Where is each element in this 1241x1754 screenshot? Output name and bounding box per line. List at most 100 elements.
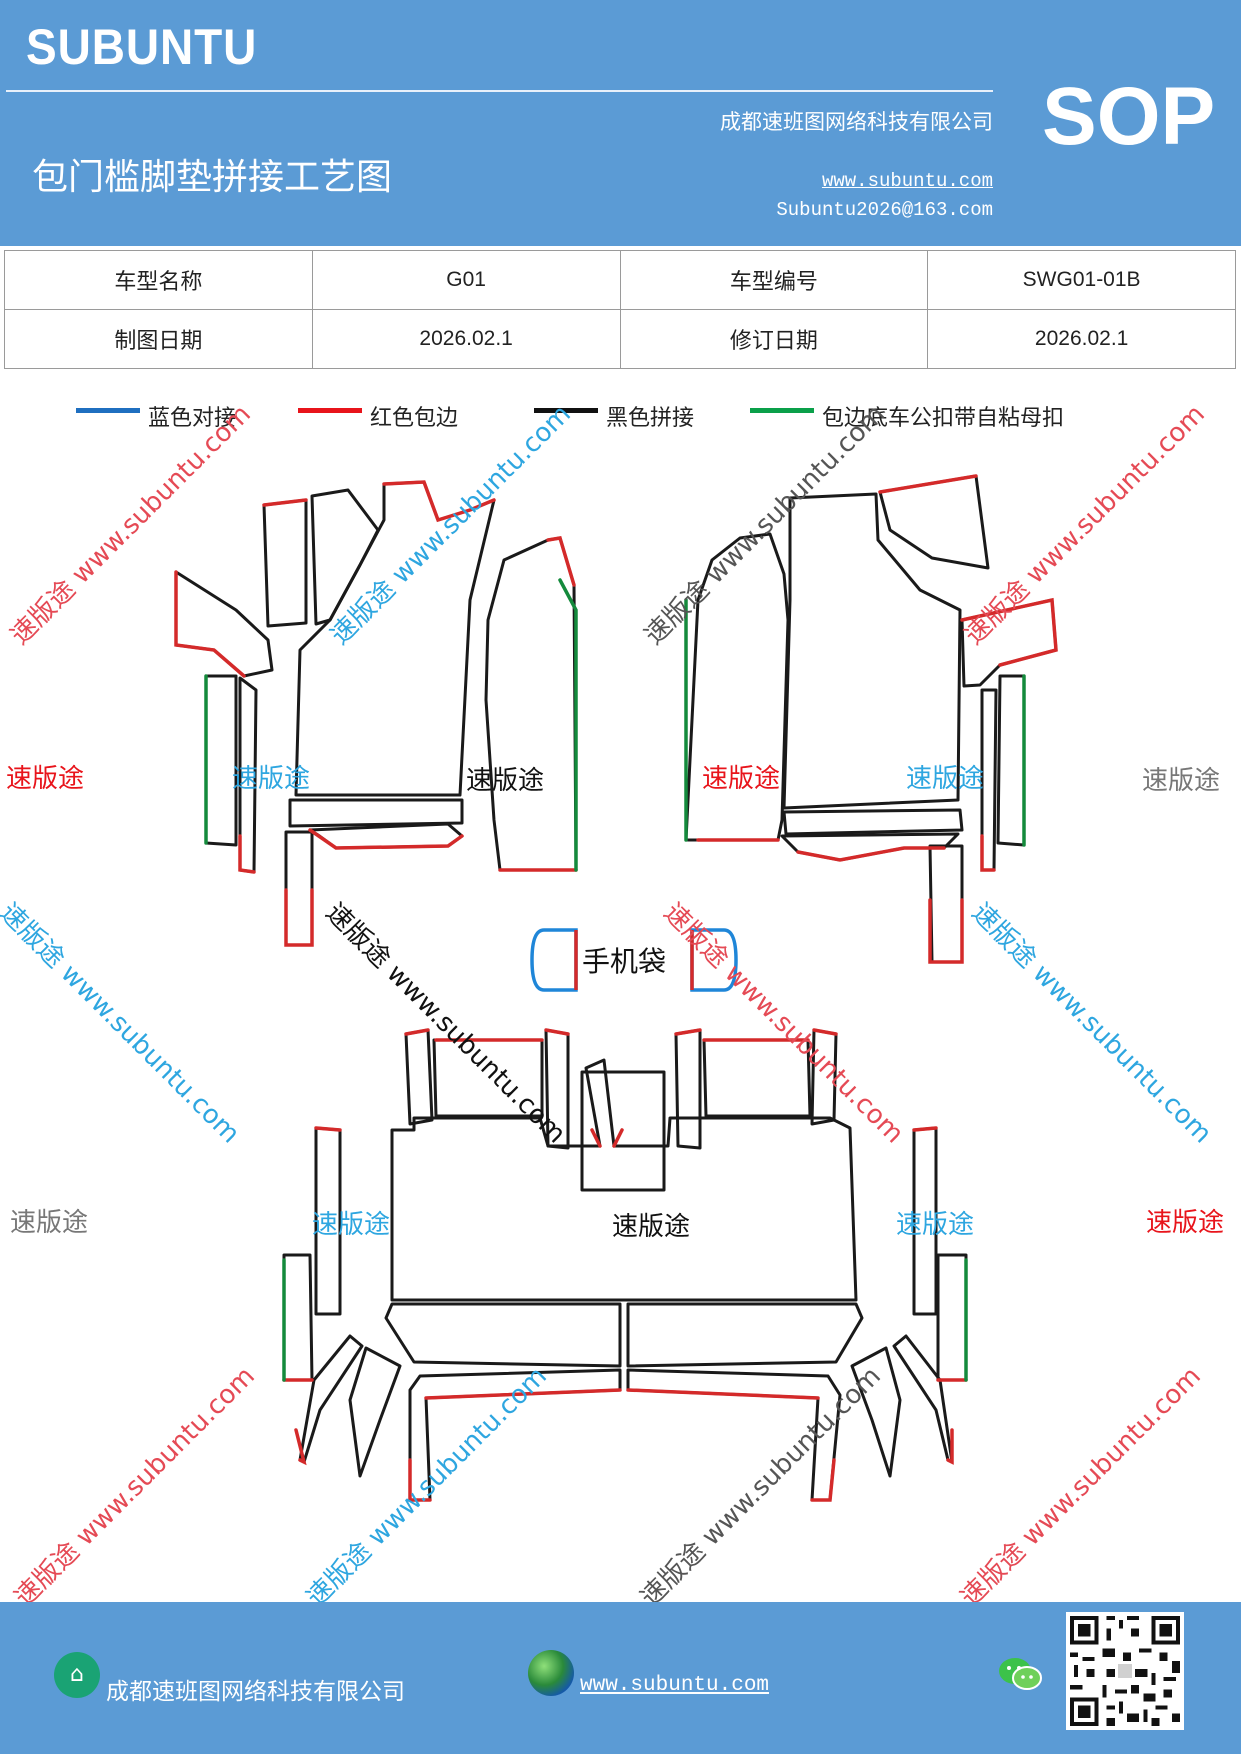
legend-swatch <box>76 407 140 413</box>
brand-mark: 速版途 <box>312 1210 391 1240</box>
rev-date-label: 修订日期 <box>619 309 929 369</box>
draw-date-value: 2026.02.1 <box>311 309 621 369</box>
edge-red <box>612 1128 624 1148</box>
home-icon: ⌂ <box>54 1652 100 1698</box>
piece-tl-pillar-a <box>262 498 308 628</box>
globe-icon <box>528 1650 574 1696</box>
edge-red <box>424 1388 622 1400</box>
phone-pouch-label: 手机袋 <box>582 945 667 978</box>
header-divider <box>6 90 993 92</box>
header-url-link[interactable]: www.subuntu.com <box>821 170 993 192</box>
brand-mark: 速版途 <box>896 1210 975 1240</box>
legend-swatch <box>298 407 362 413</box>
edge-red <box>546 536 576 587</box>
edge-red <box>626 1388 820 1400</box>
edge-red <box>314 1126 342 1132</box>
legend-label: 包边底车公扣带自粘母扣 <box>822 406 1065 431</box>
phone-pouch-left <box>530 928 578 992</box>
brand-logo: SUBUNTU <box>26 19 258 75</box>
legend-item-black: 黑色拼接 <box>534 400 694 432</box>
brand-mark: 速版途 <box>6 764 85 794</box>
legend: 蓝色对接 红色包边 黑色拼接 包边底车公扣带自粘母扣 <box>0 400 1241 440</box>
legend-swatch <box>534 407 598 413</box>
qr-code[interactable] <box>1066 1612 1184 1730</box>
piece-tr-door <box>684 532 790 842</box>
footer-url-link[interactable]: www.subuntu.com <box>580 1674 770 1697</box>
piece-tr-bar <box>782 808 964 836</box>
piece-b-tab-r1 <box>674 1028 702 1150</box>
edge-red <box>590 1128 602 1148</box>
edge-red <box>284 888 314 947</box>
piece-tr-strip-a <box>996 674 1026 847</box>
edge-red <box>262 498 308 507</box>
brand-mark: 速版途 <box>1146 1208 1225 1238</box>
footer-banner: ⌂ 成都速班图网络科技有限公司 www.subuntu.com <box>0 1602 1241 1754</box>
edge-red <box>382 480 496 523</box>
edge-red <box>238 834 256 874</box>
edge-red <box>674 1028 702 1036</box>
model-code-label: 车型编号 <box>619 250 929 310</box>
rev-date-value: 2026.02.1 <box>927 309 1236 369</box>
edge-red <box>404 1028 430 1036</box>
legend-label: 黑色拼接 <box>606 406 695 431</box>
piece-b-bar-r <box>626 1302 864 1368</box>
draw-date-label: 制图日期 <box>4 309 313 369</box>
piece-b-tab-l1 <box>404 1028 434 1126</box>
piece-b-blade-r1 <box>892 1334 954 1464</box>
legend-swatch <box>750 407 814 413</box>
legend-item-green: 包边底车公扣带自粘母扣 <box>750 400 1064 432</box>
model-name-label: 车型名称 <box>4 250 313 310</box>
edge-red <box>308 828 464 850</box>
legend-item-blue: 蓝色对接 <box>76 400 236 432</box>
edge-red <box>294 1428 307 1466</box>
piece-b-blade-l1 <box>298 1334 364 1464</box>
brand-mark: 速版途 <box>466 766 545 796</box>
piece-b-bar-l <box>384 1302 622 1368</box>
phone-pouch-right <box>690 928 738 992</box>
edge-red <box>796 846 946 862</box>
brand-mark: 速版途 <box>232 764 311 794</box>
header-company: 成都速班图网络科技有限公司 <box>720 110 993 134</box>
piece-tr-main <box>782 492 962 810</box>
model-code-value: SWG01-01B <box>927 250 1236 310</box>
wechat-icon <box>999 1658 1042 1690</box>
piece-b-blade-r2 <box>850 1346 902 1478</box>
piece-tr-foot <box>928 844 964 964</box>
info-table: 车型名称 G01 车型编号 SWG01-01B 制图日期 2026.02.1 修… <box>4 250 1236 369</box>
brand-mark: 速版途 <box>1142 766 1221 796</box>
piece-tl-bar <box>288 798 464 828</box>
edge-red <box>544 1028 570 1036</box>
brand-mark: 速版途 <box>612 1212 691 1242</box>
edge-red <box>928 898 964 964</box>
edge-red <box>980 834 996 872</box>
legend-item-red: 红色包边 <box>298 400 458 432</box>
edge-red <box>878 474 978 494</box>
piece-b-strip-r <box>936 1253 968 1382</box>
piece-b-strip-l <box>282 1253 314 1382</box>
table-row: 制图日期 2026.02.1 修订日期 2026.02.1 <box>4 309 1236 369</box>
footer-company: 成都速班图网络科技有限公司 <box>106 1679 405 1705</box>
legend-label: 红色包边 <box>370 406 459 431</box>
piece-tr-strip-b <box>980 688 998 872</box>
edge-red <box>960 597 1058 667</box>
model-name-value: G01 <box>311 250 621 310</box>
brand-mark: 速版途 <box>702 764 781 794</box>
piece-b-center <box>580 1070 666 1192</box>
edge-red <box>174 570 246 678</box>
piece-b-blade-l2 <box>348 1346 402 1478</box>
piece-b-lower-l <box>408 1368 622 1502</box>
edge-red <box>912 1126 938 1132</box>
header-banner: SUBUNTU 包门槛脚垫拼接工艺图 成都速班图网络科技有限公司 www.sub… <box>0 0 1241 246</box>
table-row: 车型名称 G01 车型编号 SWG01-01B <box>4 250 1236 310</box>
legend-label: 蓝色对接 <box>148 406 237 431</box>
edge-red <box>810 1458 836 1502</box>
edge-red <box>812 1028 838 1036</box>
brand-mark: 速版途 <box>906 764 985 794</box>
sop-badge: SOP <box>1042 71 1216 162</box>
brand-mark: 速版途 <box>10 1208 89 1238</box>
piece-b-main <box>390 1058 858 1302</box>
edge-green <box>558 578 578 872</box>
piece-tl-foot <box>284 830 314 947</box>
